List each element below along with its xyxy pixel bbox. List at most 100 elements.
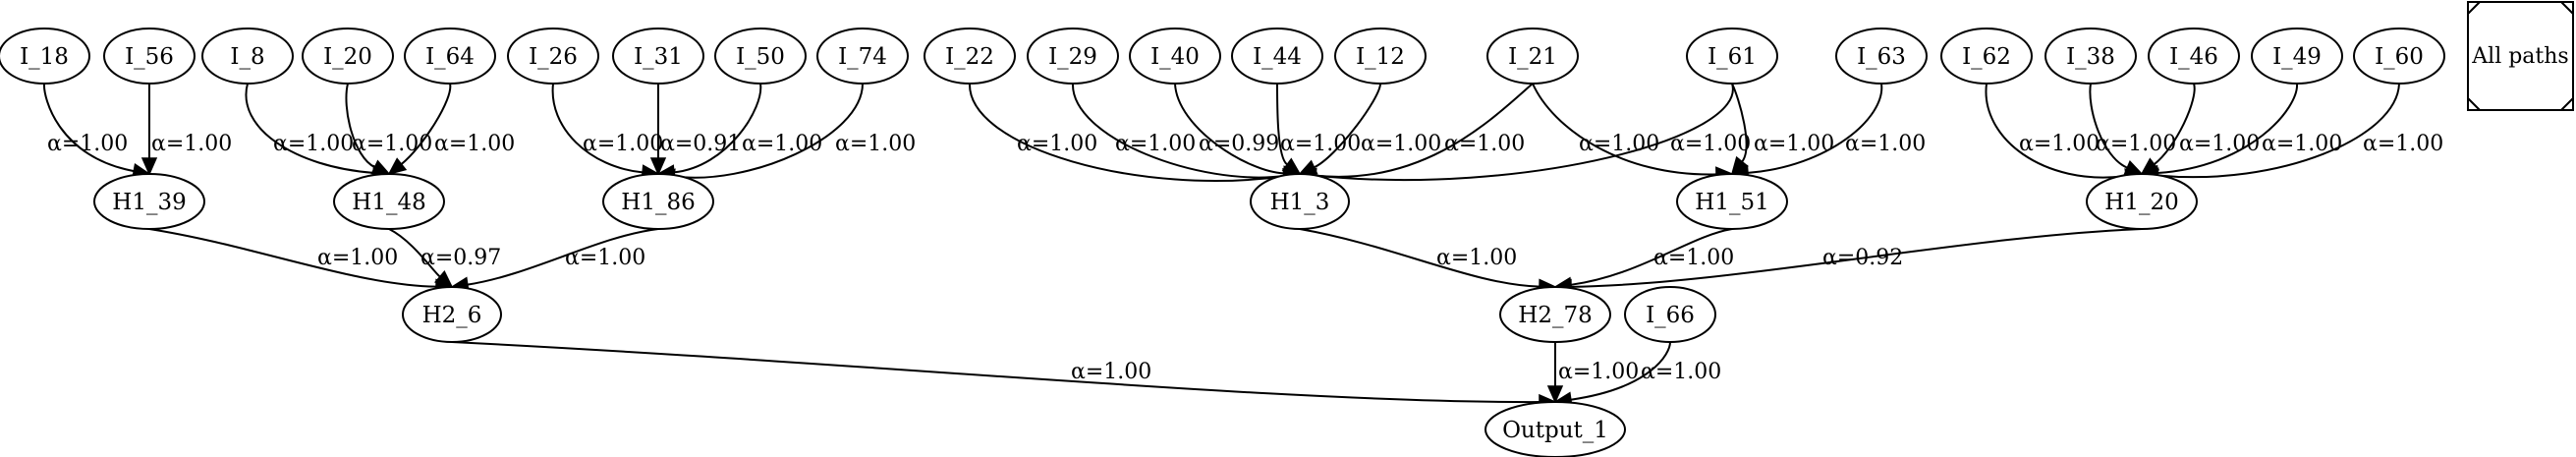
edge-I_74-to-H1_86: α=1.00: [656, 83, 916, 185]
node-ellipse: [1129, 28, 1221, 85]
node-ellipse: [2353, 28, 2445, 85]
node-ellipse: [1027, 28, 1119, 85]
legend-corner-top-right: [2560, 1, 2574, 15]
edge-label: α=1.00: [47, 132, 128, 156]
arrowhead: [140, 157, 158, 176]
edge-label: α=1.00: [1444, 132, 1525, 156]
edge-label: α=1.00: [1845, 132, 1926, 156]
edge-line: [245, 83, 374, 174]
arrowhead: [387, 157, 408, 176]
edge-H1_48-to-H2_6: α=0.97: [388, 228, 501, 289]
node-label: I_61: [1708, 44, 1757, 70]
edge-line: [1315, 83, 1734, 182]
edge-line: [1985, 83, 2127, 179]
node-H1_39: H1_39: [93, 173, 205, 230]
node-label: I_38: [2066, 44, 2115, 70]
edge-I_61-to-H1_51: α=1.00: [1730, 83, 1834, 176]
node-I_38: I_38: [2044, 28, 2137, 85]
node-label: I_40: [1150, 44, 1200, 70]
node-ellipse: [816, 28, 909, 85]
edge-I_31-to-H1_86: α=0.91: [649, 84, 741, 176]
edge-label: α=1.00: [1436, 246, 1517, 270]
edge-label: α=1.00: [1670, 132, 1751, 156]
node-I_18: I_18: [0, 28, 90, 85]
edge-I_20-to-H1_48: α=1.00: [345, 83, 432, 175]
node-ellipse: [0, 28, 90, 85]
edge-I_66-to-Output_1: α=1.00: [1553, 341, 1721, 408]
node-ellipse: [302, 28, 394, 85]
edge-line: [1174, 83, 1285, 175]
node-label: H1_3: [1270, 190, 1330, 215]
edge-line: [2089, 83, 2128, 169]
edge-line: [1276, 83, 1288, 166]
edge-I_44-to-H1_3: α=1.00: [1276, 83, 1361, 176]
arrowhead: [2123, 159, 2144, 175]
node-label: H2_78: [1518, 303, 1592, 328]
node-I_29: I_29: [1027, 28, 1119, 85]
edge-line: [673, 83, 864, 179]
edge-H1_20-to-H2_78: α=0.92: [1553, 228, 2143, 295]
edge-label: α=0.99: [1199, 132, 1279, 156]
edge-label: α=1.00: [583, 132, 663, 156]
arrowhead: [1281, 157, 1302, 176]
node-label: H1_86: [621, 190, 695, 215]
node-label: I_63: [1857, 44, 1906, 70]
node-label: I_8: [230, 44, 264, 70]
node-I_62: I_62: [1940, 28, 2033, 85]
node-ellipse: [1334, 28, 1427, 85]
edge-I_46-to-H1_20: α=1.00: [2140, 83, 2260, 176]
edge-label: α=1.00: [2179, 132, 2260, 156]
node-ellipse: [2086, 173, 2198, 230]
edge-I_22-to-H1_3: α=1.00: [968, 83, 1302, 185]
edge-line: [345, 83, 376, 169]
node-I_50: I_50: [714, 28, 807, 85]
edge-H1_3-to-H2_78: α=1.00: [1299, 228, 1557, 295]
node-ellipse: [103, 28, 196, 85]
edge-line: [2156, 83, 2400, 179]
node-ellipse: [1499, 286, 1611, 343]
node-H1_20: H1_20: [2086, 173, 2198, 230]
edge-line: [467, 228, 659, 286]
edge-line: [400, 83, 452, 165]
node-ellipse: [1486, 28, 1579, 85]
node-ellipse: [333, 173, 445, 230]
edge-line: [2156, 83, 2299, 174]
node-ellipse: [1940, 28, 2033, 85]
edge-label: α=1.00: [1653, 246, 1734, 270]
edge-line: [1731, 83, 1748, 163]
node-label: I_44: [1253, 44, 1302, 70]
edge-line: [1747, 83, 1883, 174]
legend-corner-bottom-right: [2560, 97, 2574, 111]
legend-corner-top-left: [2467, 1, 2481, 15]
node-Output_1: Output_1: [1484, 401, 1626, 457]
edge-H1_39-to-H2_6: α=1.00: [148, 228, 454, 295]
edge-line: [1071, 83, 1285, 179]
node-label: I_21: [1508, 44, 1557, 70]
edge-H2_6-to-Output_1: α=1.00: [451, 341, 1557, 411]
edge-label: α=0.92: [1822, 246, 1903, 270]
edge-line: [1315, 83, 1534, 178]
node-ellipse: [1484, 401, 1626, 457]
edge-I_8-to-H1_48: α=1.00: [245, 83, 391, 181]
node-ellipse: [924, 28, 1016, 85]
edge-label: α=1.00: [2096, 132, 2176, 156]
node-label: Output_1: [1502, 418, 1608, 443]
node-label: I_29: [1048, 44, 1097, 70]
arrowhead: [370, 159, 391, 175]
node-label: I_62: [1962, 44, 2011, 70]
edge-label: α=1.00: [2363, 132, 2443, 156]
node-I_66: I_66: [1624, 286, 1716, 343]
edge-line: [1299, 228, 1540, 288]
node-I_40: I_40: [1129, 28, 1221, 85]
node-label: H2_6: [422, 303, 482, 328]
node-I_22: I_22: [924, 28, 1016, 85]
arrowhead: [1546, 385, 1564, 404]
edge-line: [2154, 83, 2196, 166]
node-H1_48: H1_48: [333, 173, 445, 230]
node-I_74: I_74: [816, 28, 909, 85]
edge-label: α=1.00: [434, 132, 515, 156]
edge-I_56-to-H1_39: α=1.00: [140, 83, 232, 176]
edge-label: α=1.00: [273, 132, 354, 156]
edge-label: α=1.00: [1558, 360, 1639, 384]
